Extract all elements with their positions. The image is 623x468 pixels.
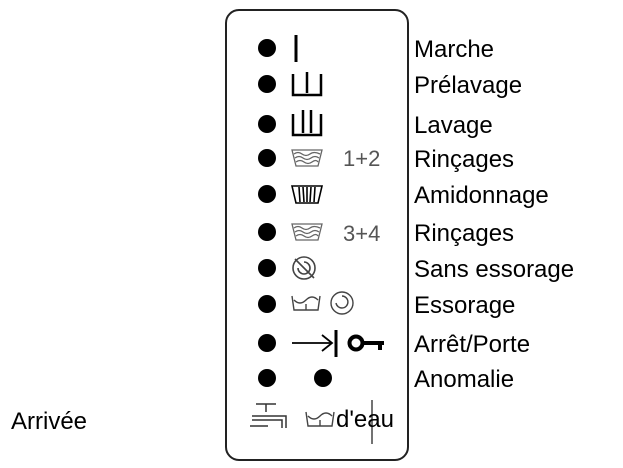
led-essorage [258, 295, 276, 313]
led-lavage [258, 115, 276, 133]
label-essorage: Essorage [414, 292, 515, 319]
label-rincages-1-2: Rinçages [414, 146, 514, 173]
label-amidonnage: Amidonnage [414, 182, 549, 209]
led-prelavage [258, 75, 276, 93]
water-tap-icon [250, 403, 287, 428]
label-d-eau: d'eau [336, 406, 394, 433]
rinse-count-3-4: 3+4 [343, 221, 380, 246]
stop-door-key-icon [292, 330, 384, 357]
spin-icon [291, 291, 354, 315]
led-amidonnage [258, 185, 276, 203]
prewash-tub-icon [291, 72, 323, 97]
drain-tub-icon [305, 411, 335, 427]
label-arrivee: Arrivée [11, 408, 87, 435]
label-marche: Marche [414, 36, 494, 63]
label-rincages-3-4: Rinçages [414, 220, 514, 247]
rinse-count-1-2: 1+2 [343, 146, 380, 171]
led-column [258, 39, 276, 387]
led-marche [258, 39, 276, 57]
panel-frame [225, 9, 409, 461]
wash-tub-icon [291, 110, 323, 137]
led-rincages-3-4 [258, 223, 276, 241]
anomaly-dot-icon [314, 369, 332, 387]
label-lavage: Lavage [414, 112, 493, 139]
starch-tub-icon [290, 185, 324, 204]
led-anomalie [258, 369, 276, 387]
led-arret-porte [258, 334, 276, 352]
label-anomalie: Anomalie [414, 366, 514, 393]
no-spin-icon [292, 256, 316, 280]
rinse-tub-icon [291, 149, 323, 167]
label-prelavage: Prélavage [414, 72, 522, 99]
label-arret-porte: Arrêt/Porte [414, 331, 530, 358]
row-labels: Marche Prélavage Lavage Rinçages Amidonn… [414, 36, 574, 393]
led-sans-essorage [258, 259, 276, 277]
led-rincages-1-2 [258, 149, 276, 167]
rinse-tub-icon [291, 223, 323, 241]
label-sans-essorage: Sans essorage [414, 256, 574, 283]
